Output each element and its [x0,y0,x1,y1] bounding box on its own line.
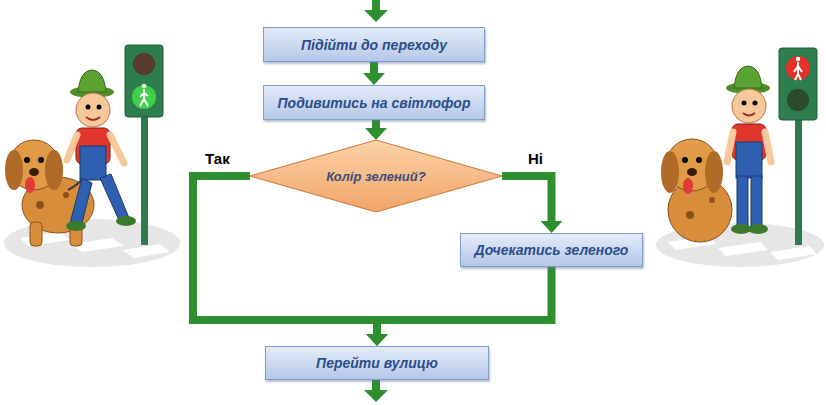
process-box: Подивитись на світлофор [263,85,485,120]
process-box: Перейти вулицю [265,346,489,380]
crossing-scene-left [4,45,180,267]
flow-arrow [363,62,385,85]
arrow-head [363,73,385,85]
process-text: Подивитись на світлофор [278,95,471,111]
waiting-scene-right [656,48,824,267]
arrow-head [541,221,563,233]
arrow-head [366,334,388,346]
arrow-head [366,334,388,346]
process-text: Підійти до переходу [301,37,447,53]
branch-label: Так [203,150,232,168]
arrow-shaft [377,267,552,334]
decision-diamond: Колір зелений? [250,140,502,212]
process-box: Дочекатись зеленого [460,233,643,267]
process-text: Перейти вулицю [316,355,438,371]
process-box: Підійти до переходу [263,27,485,62]
flow-arrow [366,267,552,346]
arrow-shaft [502,176,552,221]
flow-arrow-entry [364,0,388,22]
arrow-shaft [370,62,378,73]
branch-label: Ні [526,150,545,168]
arrow-shaft [372,120,380,128]
flow-arrow [502,176,563,233]
arrow-head [365,128,387,140]
flow-arrow [365,120,387,140]
process-text: Дочекатись зеленого [475,242,629,258]
decision-text: Колір зелений? [326,169,425,184]
flow-arrow-exit [364,380,388,402]
